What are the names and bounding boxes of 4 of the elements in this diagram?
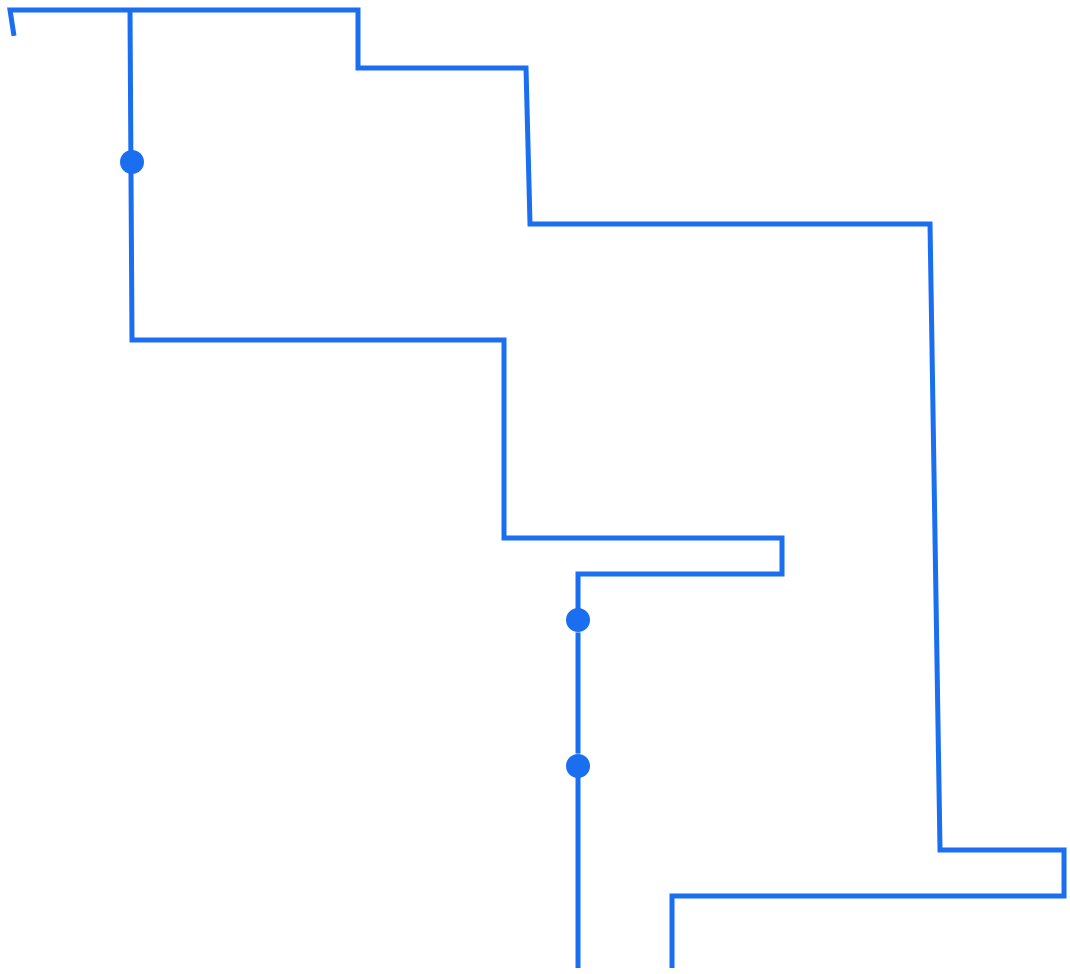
dot bbox=[566, 754, 590, 778]
dot bbox=[120, 150, 144, 174]
dot bbox=[566, 608, 590, 632]
connector-line bbox=[575, 632, 581, 754]
